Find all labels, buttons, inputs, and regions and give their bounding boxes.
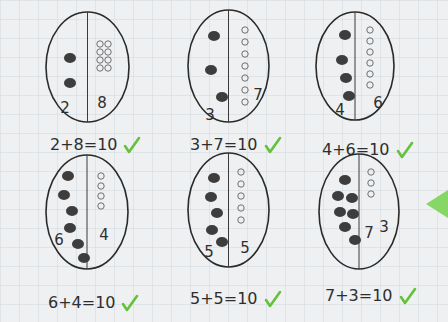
part-number: 7: [364, 226, 374, 241]
oval-outline: [318, 153, 400, 270]
oval-border: [46, 12, 129, 122]
part-number: 5: [240, 241, 250, 256]
equation-label: 3+7=10: [190, 136, 258, 154]
number-bond-oval: 37: [187, 9, 270, 123]
part-number: 2: [60, 101, 70, 116]
number-bond-oval: 46: [315, 11, 395, 121]
divider-line: [228, 153, 229, 267]
divider-line: [228, 10, 229, 122]
number-bond-oval: 55: [187, 152, 270, 268]
equation-label: 2+8=10: [50, 136, 118, 154]
part-number: 6: [54, 233, 64, 248]
pointer-triangle: [426, 190, 448, 218]
equation-label: 4+6=10: [322, 141, 390, 159]
part-number: 7: [253, 88, 263, 103]
oval-outline: [187, 9, 270, 123]
oval-border: [188, 153, 269, 267]
oval-outline: [45, 154, 129, 270]
equation-label: 6+4=10: [48, 294, 116, 312]
divider-line: [87, 155, 88, 269]
part-number: 4: [335, 103, 345, 118]
open-circles: [97, 27, 374, 223]
divider-line: [355, 12, 356, 120]
oval-outline: [315, 11, 395, 121]
equation-label: 5+5=10: [190, 290, 258, 308]
oval-outline: [187, 152, 270, 268]
part-number: 8: [97, 96, 107, 111]
part-number: 3: [205, 108, 215, 123]
check-marks: [123, 138, 415, 310]
part-number: 4: [99, 228, 109, 243]
number-bond-oval: 64: [45, 154, 129, 270]
oval-border: [319, 154, 399, 269]
divider-line: [87, 12, 88, 122]
number-bond-oval: 73: [318, 153, 400, 270]
part-number: 5: [204, 245, 214, 260]
divider-line: [359, 154, 360, 269]
number-bond-oval: 28: [45, 11, 130, 123]
oval-border: [188, 10, 269, 122]
part-number: 6: [373, 96, 383, 111]
oval-outline: [45, 11, 130, 123]
equation-label: 7+3=10: [325, 287, 393, 305]
oval-border: [46, 155, 128, 269]
oval-border: [316, 12, 394, 120]
part-number: 3: [379, 220, 389, 235]
